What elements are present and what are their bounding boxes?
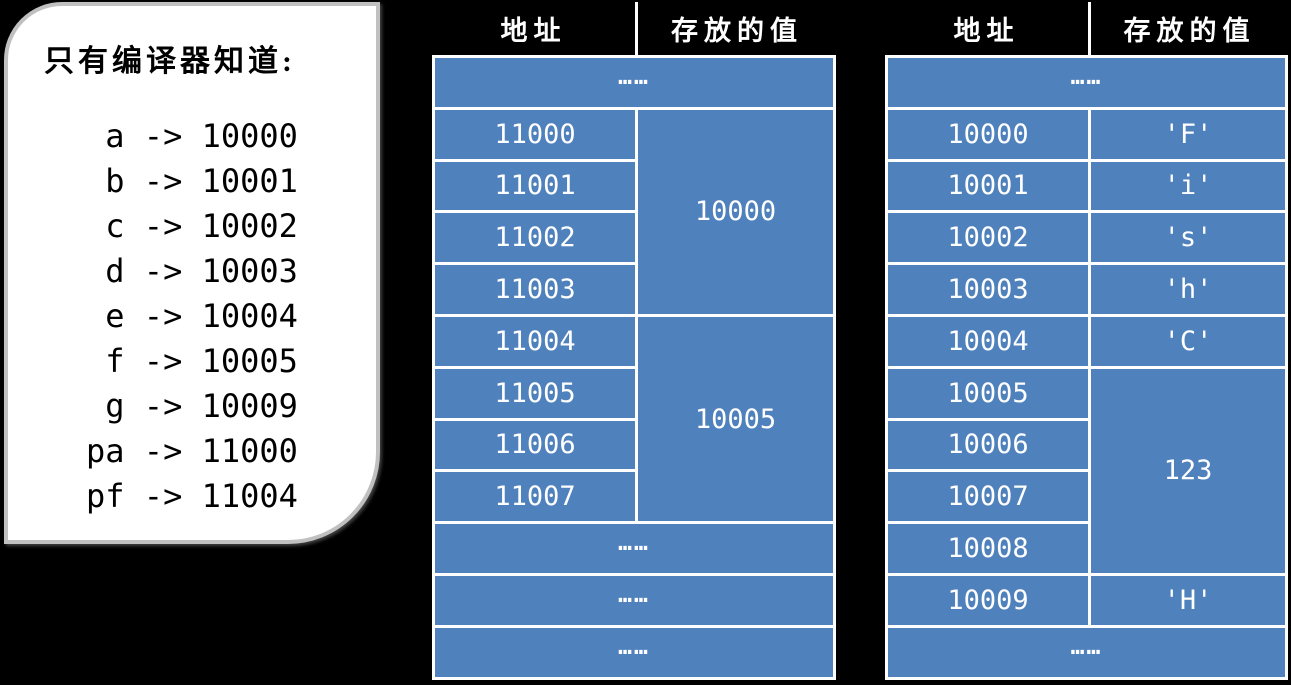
ellipsis-cell: …… (432, 624, 836, 680)
value-column-header: 存放的值 (1088, 2, 1288, 55)
symbol-address: 10005 (201, 342, 298, 380)
symbol-mapping-row: c -> 10002 (86, 204, 376, 249)
symbol-address: 10002 (201, 207, 298, 245)
ellipsis-cell: …… (885, 55, 1288, 110)
value-cell: 10000 (635, 106, 836, 317)
arrow-glyph: -> (143, 207, 183, 245)
bubble-title: 只有编译器知道: (44, 45, 296, 78)
arrow-glyph: -> (143, 477, 183, 515)
value-cell: 'h' (1088, 262, 1288, 317)
ellipsis-cell: …… (885, 624, 1288, 680)
address-cell: 10009 (885, 572, 1091, 628)
pointer-memory-table: …… 11000 10000 11001 11002 11003 11004 1… (432, 55, 836, 680)
address-cell: 10001 (885, 158, 1091, 214)
symbol-name: f (105, 342, 125, 380)
value-cell: 'F' (1088, 106, 1288, 162)
address-cell: 10000 (885, 106, 1091, 162)
address-cell: 10005 (885, 365, 1091, 421)
symbol-mapping-row: g -> 10009 (86, 384, 376, 429)
address-cell: 11000 (432, 106, 638, 162)
variable-table-header: 地址 存放的值 (885, 2, 1288, 55)
pointer-table-header: 地址 存放的值 (432, 2, 836, 55)
symbol-name: a (105, 117, 125, 155)
compiler-note-bubble: 只有编译器知道: a -> 10000 b -> 10001 c -> 10002 d -> 1… (4, 2, 380, 544)
symbol-address: 11000 (201, 432, 298, 470)
address-cell: 10003 (885, 262, 1091, 317)
arrow-glyph: -> (143, 387, 183, 425)
variable-memory-table: …… 10000 'F' 10001 'i' 10002 's' 10003 '… (885, 55, 1288, 680)
symbol-name: d (105, 252, 125, 290)
value-cell: 'H' (1088, 572, 1288, 628)
symbol-name: b (105, 162, 125, 200)
symbol-name: pa (86, 432, 125, 470)
value-cell: 10005 (635, 313, 836, 525)
symbol-address: 10000 (201, 117, 298, 155)
arrow-glyph: -> (143, 297, 183, 335)
value-cell: 'C' (1088, 313, 1288, 369)
address-cell: 10006 (885, 417, 1091, 473)
arrow-glyph: -> (143, 432, 183, 470)
address-cell: 11002 (432, 210, 638, 266)
address-column-header: 地址 (500, 16, 567, 46)
symbol-mapping-row: a -> 10000 (86, 114, 376, 159)
arrow-glyph: -> (143, 162, 183, 200)
symbol-address: 11004 (201, 477, 298, 515)
arrow-glyph: -> (143, 342, 183, 380)
address-cell: 10004 (885, 313, 1091, 369)
symbol-mapping-row: pf -> 11004 (86, 474, 376, 519)
address-cell: 10007 (885, 469, 1091, 525)
value-cell: 123 (1088, 365, 1288, 576)
arrow-glyph: -> (143, 252, 183, 290)
symbol-address: 10009 (201, 387, 298, 425)
address-cell: 11007 (432, 469, 638, 525)
symbol-mapping-row: e -> 10004 (86, 294, 376, 339)
symbol-address-list: a -> 10000 b -> 10001 c -> 10002 d -> 10003 e -> 1… (86, 114, 376, 519)
address-cell: 11004 (432, 313, 638, 369)
address-cell: 11001 (432, 158, 638, 214)
symbol-name: g (105, 387, 125, 425)
symbol-address: 10004 (201, 297, 298, 335)
symbol-name: c (105, 207, 125, 245)
symbol-address: 10001 (201, 162, 298, 200)
address-cell: 10002 (885, 210, 1091, 266)
ellipsis-cell: …… (432, 572, 836, 628)
value-column-header: 存放的值 (635, 2, 836, 55)
symbol-mapping-row: f -> 10005 (86, 339, 376, 384)
symbol-mapping-row: d -> 10003 (86, 249, 376, 294)
address-cell: 11005 (432, 365, 638, 421)
arrow-glyph: -> (143, 117, 183, 155)
value-cell: 'i' (1088, 158, 1288, 214)
symbol-mapping-row: pa -> 11000 (86, 429, 376, 474)
ellipsis-cell: …… (432, 521, 836, 576)
value-cell: 's' (1088, 210, 1288, 266)
symbol-name: pf (86, 477, 125, 515)
address-cell: 11003 (432, 262, 638, 317)
symbol-name: e (105, 297, 125, 335)
address-cell: 11006 (432, 417, 638, 473)
address-cell: 10008 (885, 521, 1091, 576)
symbol-mapping-row: b -> 10001 (86, 159, 376, 204)
symbol-address: 10003 (201, 252, 298, 290)
ellipsis-cell: …… (432, 55, 836, 110)
address-column-header: 地址 (953, 16, 1020, 46)
